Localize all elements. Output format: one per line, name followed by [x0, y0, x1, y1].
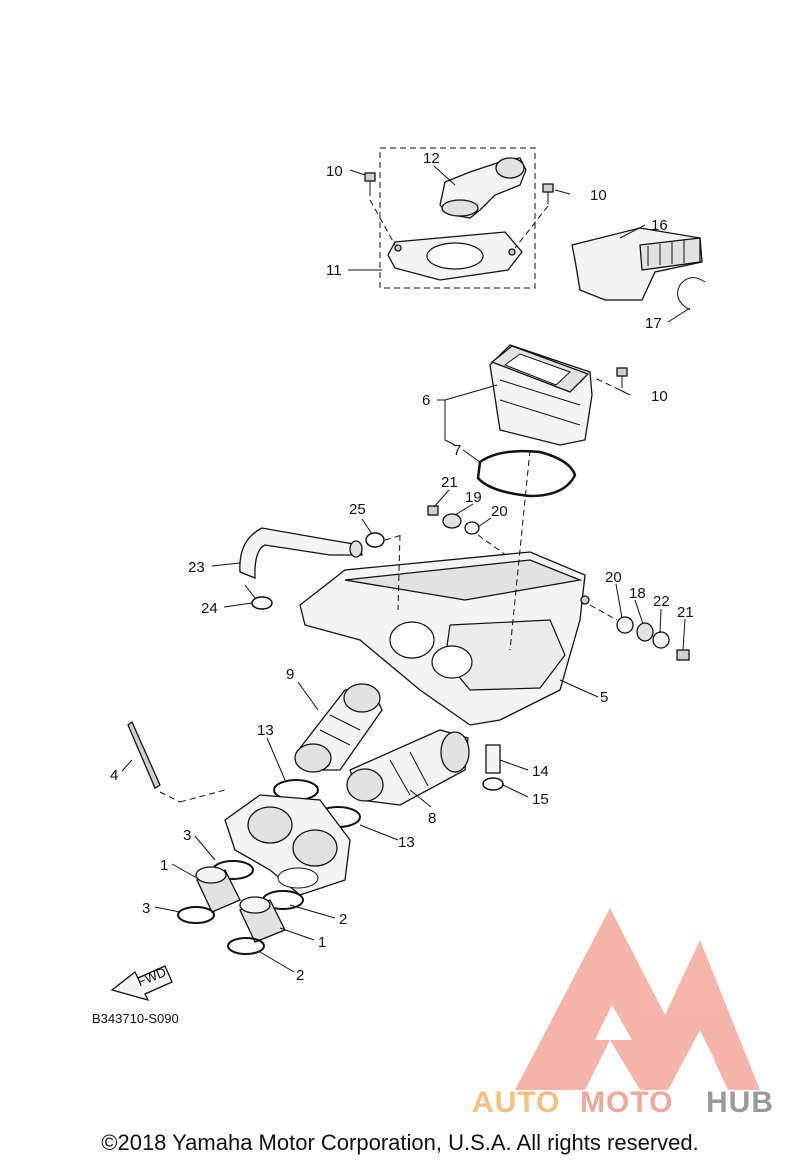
part-label: 5: [600, 689, 608, 706]
part-22-collar: [652, 631, 670, 649]
part-1-joint: [195, 866, 241, 913]
part-4-hose: [127, 720, 161, 789]
part-label: 15: [532, 791, 549, 808]
part-23-hose: [239, 527, 363, 579]
part-labels: 10 12 10 16 11 17 6 10 7 21 19 25 20 23 …: [110, 150, 694, 984]
part-label: 13: [257, 722, 274, 739]
copyright-notice: ©2018 Yamaha Motor Corporation, U.S.A. A…: [101, 1130, 699, 1155]
watermark-logo: [515, 908, 760, 1090]
throttle-body-assembly: [224, 794, 351, 896]
part-12-elbow: [439, 157, 527, 219]
watermark-auto: AUTO: [472, 1086, 560, 1119]
part-label: 20: [491, 503, 508, 520]
watermark-hub: HUB: [706, 1086, 774, 1119]
part-7-oring: [476, 449, 577, 498]
watermark-text: AUTO MOTO HUB: [472, 1086, 774, 1119]
part-label: 3: [142, 900, 150, 917]
part-label: 16: [651, 217, 668, 234]
part-label: 10: [326, 163, 343, 180]
part-label: 10: [590, 187, 607, 204]
part-19-grommet: [442, 513, 462, 529]
part-2-clamp: [227, 937, 265, 955]
part-label: 13: [398, 834, 415, 851]
part-label: 18: [629, 585, 646, 602]
leader-lines: [121, 165, 691, 973]
part-label: 11: [326, 262, 342, 279]
part-label: 1: [318, 934, 326, 951]
part-17-clip: [677, 277, 706, 311]
part-20-washer: [464, 521, 480, 535]
fwd-arrow-icon: FWD: [110, 964, 173, 1002]
part-14-tube: [485, 744, 501, 774]
watermark-moto: MOTO: [580, 1086, 673, 1119]
screw-10-icon: [364, 172, 376, 196]
part-label: 24: [201, 600, 218, 617]
part-label: 3: [183, 827, 191, 844]
screw-10-icon: [616, 367, 628, 388]
part-label: 8: [428, 810, 436, 827]
part-9-joint: [294, 683, 383, 773]
part-label: 14: [532, 763, 549, 780]
part-11-plate: [387, 231, 523, 281]
part-25-clamp: [365, 532, 385, 548]
part-5-airbox: [299, 551, 590, 726]
part-label: 22: [653, 593, 670, 610]
part-label: 10: [651, 388, 668, 405]
part-16-bracket: [571, 227, 703, 301]
part-24-clamp: [251, 596, 273, 610]
part-label: 20: [605, 569, 622, 586]
part-label: 25: [349, 501, 366, 518]
part-label: 2: [339, 911, 347, 928]
part-label: 2: [296, 967, 304, 984]
part-21-bolt: [676, 649, 690, 661]
part-label: 4: [110, 767, 118, 784]
part-label: 21: [441, 474, 458, 491]
part-18-grommet: [636, 622, 654, 642]
part-label: 9: [286, 666, 294, 683]
part-label: 1: [160, 857, 168, 874]
part-3-clamp: [177, 906, 215, 924]
part-label: 6: [422, 392, 430, 409]
part-label: 23: [188, 559, 205, 576]
screw-10-icon: [542, 183, 554, 204]
part-label: 17: [645, 315, 662, 332]
drawing-code: B343710-S090: [92, 1011, 179, 1026]
part-label: 12: [423, 150, 440, 167]
part-label: 19: [465, 489, 482, 506]
part-6-filter: [489, 344, 593, 446]
part-label: 7: [453, 442, 461, 459]
part-15-clamp: [482, 777, 504, 791]
part-20-washer: [616, 616, 634, 634]
part-8-joint: [346, 729, 470, 806]
part-label: 21: [677, 604, 694, 621]
part-21-bolt: [427, 505, 439, 516]
part-1-joint: [239, 896, 286, 943]
